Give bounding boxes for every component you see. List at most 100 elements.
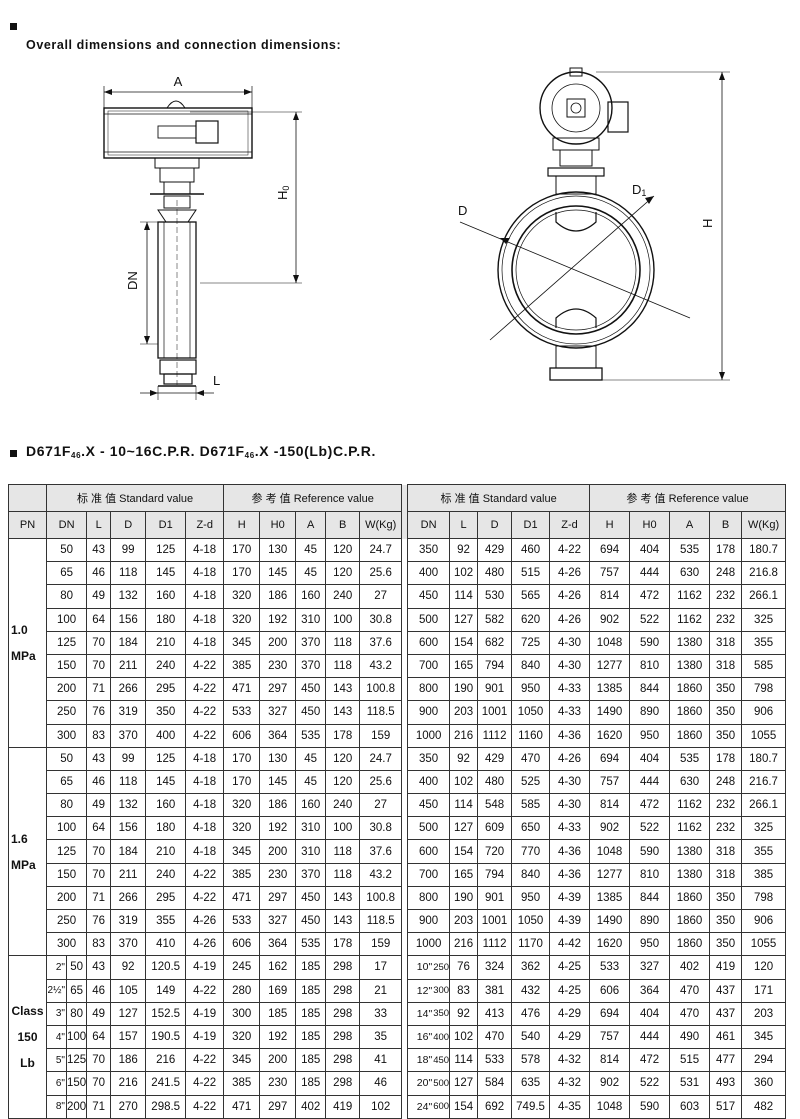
table-cell: 385 [223, 862, 261, 887]
table-cell: 1000 [407, 723, 451, 748]
table-cell: 461 [709, 1024, 743, 1050]
table-cell: 200 [259, 1048, 297, 1073]
table-cell: 1112 [477, 932, 513, 957]
table-cell: 200 [259, 630, 297, 655]
table-cell: 310 [295, 607, 327, 632]
table-cell: 533 [223, 700, 261, 725]
column-gap [401, 700, 409, 724]
table-cell: 950 [511, 885, 551, 911]
table-cell: 156 [110, 607, 147, 632]
table-cell: 127 [449, 1071, 479, 1096]
table-cell: 70 [86, 630, 112, 655]
table-cell-dn: 5"125 [45, 1048, 88, 1073]
table-cell: 37.6 [359, 839, 403, 864]
table-cell: 1162 [669, 816, 711, 841]
table-cell: 477 [709, 1048, 743, 1073]
table-cell: 1162 [669, 607, 711, 632]
table-cell: 355 [741, 839, 787, 864]
table-cell: 250 [45, 700, 88, 725]
table-cell: 522 [629, 607, 671, 632]
table-cell: 170 [223, 561, 261, 586]
table-cell: 150 [45, 862, 88, 887]
table-cell: 118.5 [359, 908, 403, 934]
table-cell: 725 [511, 630, 551, 655]
table-cell: 590 [629, 630, 671, 655]
table-cell: 184 [110, 630, 147, 655]
bullet-square [10, 23, 17, 30]
table-cell: 211 [110, 862, 147, 887]
table-cell: 535 [669, 537, 711, 563]
table-cell-dn: 20"500 [407, 1071, 451, 1096]
table-cell: 4-26 [549, 607, 591, 632]
table-cell: 190 [449, 677, 479, 702]
table-cell: 794 [477, 653, 513, 679]
table-cell: 350 [709, 885, 743, 911]
table-cell: 901 [477, 677, 513, 702]
table-cell: 4-22 [185, 723, 225, 748]
column-header: D1 [145, 511, 187, 539]
table-cell: 4-18 [185, 839, 225, 864]
table-cell: 370 [295, 862, 327, 887]
table-cell: 1160 [511, 723, 551, 748]
table-cell: 71 [86, 677, 112, 702]
table-cell: 298.5 [145, 1094, 187, 1119]
table-cell: 533 [477, 1048, 513, 1073]
table-cell: 25.6 [359, 769, 403, 795]
table-cell: 540 [511, 1024, 551, 1050]
table-cell: 620 [511, 607, 551, 632]
table-cell: 180 [145, 607, 187, 632]
table-cell: 350 [709, 677, 743, 702]
table-cell: 450 [295, 677, 327, 702]
table-cell: 184 [110, 839, 147, 864]
table-cell: 535 [669, 746, 711, 771]
table-cell: 43 [86, 537, 112, 563]
table-cell: 370 [110, 932, 147, 957]
table-cell: 890 [629, 700, 671, 725]
table-cell: 515 [511, 561, 551, 586]
table-cell: 482 [741, 1094, 787, 1119]
table-cell: 70 [86, 1071, 112, 1096]
table-cell-dn: 4"100 [45, 1024, 88, 1050]
table-cell: 400 [145, 723, 187, 748]
table-cell: 50 [45, 537, 88, 563]
table-cell: 192 [259, 816, 297, 841]
table-cell: 901 [477, 885, 513, 911]
table-cell: 635 [511, 1071, 551, 1096]
table-cell: 178 [325, 932, 361, 957]
table-cell: 800 [407, 677, 451, 702]
table-cell: 45 [295, 537, 327, 563]
table-cell: 266.1 [741, 793, 787, 818]
table-cell: 460 [511, 537, 551, 563]
table-cell: 165 [449, 653, 479, 679]
table-cell: 30.8 [359, 816, 403, 841]
table-cell: 4-22 [185, 653, 225, 679]
table-cell: 1380 [669, 862, 711, 887]
table-cell: 4-22 [185, 1071, 225, 1096]
table-cell: 130 [259, 746, 297, 771]
table-cell: 298 [325, 1001, 361, 1026]
table-cell: 24.7 [359, 537, 403, 563]
header-reference-right: 参 考 值 Reference value [589, 484, 787, 512]
column-gap [401, 863, 409, 887]
table-cell: 1048 [589, 839, 631, 864]
table-cell: 444 [629, 769, 671, 795]
table-cell: 682 [477, 630, 513, 655]
table-cell: 83 [86, 932, 112, 957]
table-cell: 606 [223, 932, 261, 957]
table-cell: 471 [223, 1094, 261, 1119]
table-cell: 27 [359, 793, 403, 818]
table-cell: 1112 [477, 723, 513, 748]
table-cell: 1385 [589, 885, 631, 911]
column-gap [401, 538, 409, 562]
table-cell-dn: 2"50 [45, 955, 88, 980]
table-cell: 410 [145, 932, 187, 957]
table-cell: 49 [86, 584, 112, 609]
table-cell: 160 [295, 584, 327, 609]
table-cell: 609 [477, 816, 513, 841]
table-cell: 480 [477, 561, 513, 586]
table-cell: 114 [449, 584, 479, 609]
